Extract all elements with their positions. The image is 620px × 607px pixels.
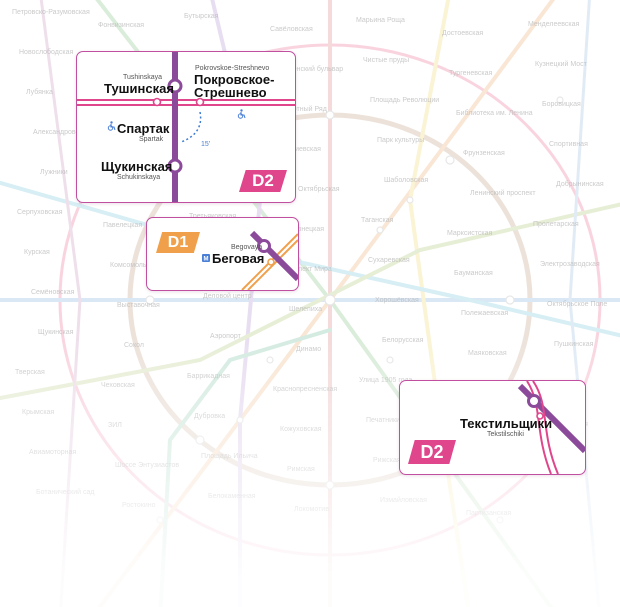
spartak-label[interactable]: Спартак	[117, 121, 170, 136]
background-station-label: Павелецкая	[103, 222, 142, 229]
tushinskaya-lat-label: Tushinskaya	[123, 74, 163, 81]
background-station-label: Локомотив	[294, 506, 329, 513]
spartak-lat-label: Spartak	[139, 136, 164, 143]
d1-badge: D1	[156, 232, 200, 253]
background-station-label: Спортивная	[549, 141, 588, 148]
background-station-label: Фрунзенская	[463, 150, 505, 157]
background-station-label: Добрынинская	[556, 180, 604, 188]
background-station-label: Октябрьское Поле	[547, 300, 607, 308]
background-station-label: Белорусская	[382, 337, 424, 344]
background-station-label: Чистые пруды	[363, 57, 409, 64]
background-station-label: Пролетарская	[533, 221, 579, 228]
background-station-label: Лубянка	[26, 88, 53, 96]
tekstilshchiki-lat-label: Tekstilschiki	[487, 431, 524, 438]
background-station-label: Пушкинская	[554, 341, 594, 348]
pokrovskoe-label-line1[interactable]: Покровское-	[194, 72, 275, 87]
background-station-label: Сокол	[124, 342, 144, 349]
pokrovskoe-label-line2[interactable]: Стрешнево	[194, 85, 267, 100]
background-station-label: Новослободская	[19, 48, 73, 56]
background-station-label: Боровицкая	[542, 101, 581, 108]
wheelchair-icon	[237, 109, 246, 119]
d2-badge: D2	[408, 440, 456, 464]
background-station-label: Деловой центр	[203, 292, 252, 300]
d1-line-diagram	[241, 230, 298, 290]
wheelchair-icon	[107, 121, 116, 131]
background-station-label: Дубровка	[194, 412, 225, 420]
shchukinskaya-label[interactable]: Щукинская	[101, 159, 173, 174]
background-station-label: Бауманская	[454, 270, 493, 277]
shchukinskaya-lat-label: Schukinskaya	[117, 174, 161, 181]
background-station-label: Сухаревская	[368, 257, 410, 264]
background-station-label: Крымская	[22, 409, 54, 416]
background-station-label: Площадь Революции	[370, 97, 439, 104]
background-station-label: Бутырская	[184, 13, 219, 20]
background-station-label: Ленинский проспект	[470, 189, 536, 197]
background-station-label: Чеховская	[101, 382, 135, 389]
background-station-label: Октябрьская	[298, 185, 340, 193]
svg-text:M: M	[204, 256, 209, 262]
background-station-label: Лужники	[40, 169, 68, 176]
background-station-label: Фонвизинская	[98, 22, 144, 29]
d2-north-card[interactable]: Tushinskaya Тушинская Pokrovskoe-Streshn…	[76, 51, 296, 203]
background-station-label: Ростокино	[122, 502, 156, 509]
d2-south-line-diagram	[517, 381, 585, 474]
background-station-label: Полежаевская	[461, 310, 508, 317]
metro-m-icon: M	[202, 254, 210, 262]
background-station-label: Кожуховская	[280, 426, 322, 433]
background-station-label: Римская	[287, 466, 315, 473]
background-station-label: Кузнецкий Мост	[535, 60, 588, 68]
background-station-label: Партизанская	[466, 510, 511, 517]
background-station-label: Парк культуры	[377, 137, 424, 144]
begovaya-lat-label: Begovaya	[231, 244, 263, 251]
background-station-label: Выставочная	[117, 302, 160, 309]
background-station-label: Савёловская	[270, 26, 313, 33]
background-station-label: Тургеневская	[449, 70, 492, 77]
d2-line-diagram	[77, 52, 295, 202]
d2-badge: D2	[239, 170, 287, 192]
background-station-label: Шаболовская	[384, 176, 428, 184]
background-station-label: ЗИЛ	[108, 422, 122, 429]
background-station-label: Менделеевская	[528, 21, 580, 28]
background-station-label: Хорошёвская	[375, 297, 419, 304]
background-station-label: Таганская	[361, 217, 394, 224]
background-station-label: Площадь Ильича	[201, 453, 258, 460]
background-station-label: Рижская	[373, 457, 401, 464]
background-station-label: Динамо	[296, 346, 321, 353]
background-station-label: Электрозаводская	[540, 261, 600, 268]
walk-time-label: 15'	[201, 141, 211, 148]
pokrovskoe-lat-label: Pokrovskoe-Streshnevo	[195, 65, 270, 72]
background-station-label: Баррикадная	[187, 373, 230, 380]
background-station-label: Шелепиха	[289, 306, 322, 313]
background-station-label: Шоссе Энтузиастов	[115, 462, 179, 469]
background-station-label: Семёновская	[31, 289, 75, 296]
background-station-label: Щукинская	[38, 329, 74, 336]
background-station-label: Тверская	[15, 369, 45, 376]
background-station-label: Маяковская	[468, 350, 507, 357]
background-station-label: Библиотека им. Ленина	[456, 109, 533, 117]
d1-begovaya-card[interactable]: D1 Begovaya M Беговая	[146, 217, 299, 291]
background-station-label: Белокаменная	[208, 493, 256, 500]
background-station-label: Аэропорт	[210, 333, 242, 340]
background-station-label: Курская	[24, 249, 50, 256]
d2-south-card[interactable]: Текстильщики Tekstilschiki D2	[399, 380, 586, 475]
background-station-label: Измайловская	[380, 496, 427, 504]
background-station-label: Печатники	[366, 417, 400, 424]
tushinskaya-label[interactable]: Тушинская	[104, 81, 174, 96]
background-station-label: Марксистская	[447, 230, 492, 237]
background-station-label: Ботанический сад	[36, 488, 94, 496]
tekstilshchiki-label[interactable]: Текстильщики	[460, 416, 553, 431]
background-station-label: Марьина Роща	[356, 17, 405, 24]
begovaya-label[interactable]: Беговая	[212, 251, 265, 266]
background-station-label: Серпуховская	[17, 209, 63, 216]
background-station-label: Краснопресненская	[273, 386, 337, 393]
background-station-label: Достоевская	[442, 30, 483, 37]
background-station-label: Петровско-Разумовская	[12, 9, 90, 16]
background-station-label: Авиамоторная	[29, 449, 76, 456]
